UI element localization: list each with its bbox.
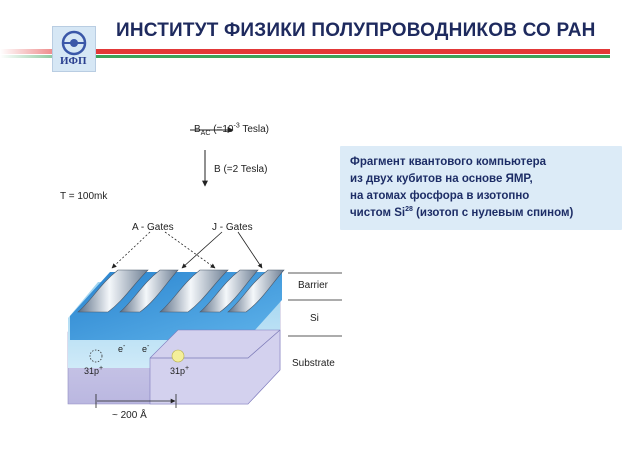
institute-logo: ИФП — [52, 26, 96, 72]
temperature-label: T = 100mk — [60, 191, 108, 202]
page-title: ИНСТИТУТ ФИЗИКИ ПОЛУПРОВОДНИКОВ СО РАН — [116, 20, 596, 41]
gate-strips — [77, 269, 285, 313]
electron-label-left: e- — [118, 343, 126, 354]
j-gate-pointer-left — [181, 231, 223, 269]
electron-label-right: e- — [142, 343, 150, 354]
substrate-label: Substrate — [292, 358, 335, 369]
si-label: Si — [310, 313, 319, 324]
substrate-cut — [149, 329, 281, 405]
barrier-label: Barrier — [298, 280, 329, 291]
header-decoration — [0, 49, 610, 58]
donor-left — [89, 349, 103, 363]
info-line-1: Фрагмент квантового компьютера — [350, 156, 547, 168]
info-line-2: из двух кубитов на основе ЯМР, — [350, 173, 533, 185]
a-gate-pointer-left — [111, 231, 151, 269]
bac-label: BAC (=10-3 Tesla) — [194, 122, 269, 137]
a-gates-label: A - Gates — [132, 222, 174, 233]
donor-right — [171, 349, 185, 363]
header: ИФП ИНСТИТУТ ФИЗИКИ ПОЛУПРОВОДНИКОВ СО Р… — [0, 0, 640, 80]
donor-right-label: 31p+ — [170, 365, 190, 376]
info-box: Фрагмент квантового компьютера из двух к… — [340, 146, 622, 230]
logo-text: ИФП — [60, 55, 87, 67]
a-gate-pointer-right — [164, 231, 216, 269]
spacing-label: ~ 200 Å — [112, 410, 147, 421]
info-line-3: на атомах фосфора в изотопно — [350, 190, 530, 202]
header-green-line — [0, 55, 610, 58]
b-field-label: B (=2 Tesla) — [214, 164, 268, 175]
info-line-4: чистом Si28 (изотоп с нулевым спином) — [350, 206, 574, 219]
header-red-line — [0, 49, 610, 54]
j-gates-label: J - Gates — [212, 222, 253, 233]
donor-left-label: 31p+ — [84, 365, 104, 376]
logo-emblem-icon — [61, 30, 87, 56]
j-gate-pointer-right — [237, 231, 263, 269]
